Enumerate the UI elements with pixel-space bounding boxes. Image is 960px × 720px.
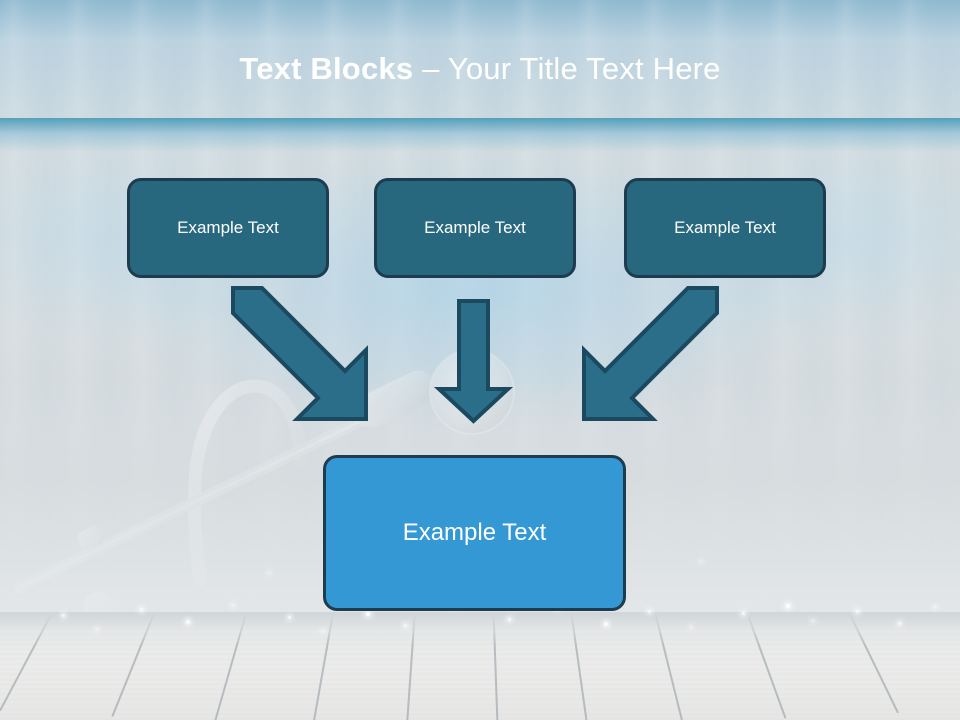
text-block-3-label: Example Text xyxy=(674,218,776,237)
stage-floor xyxy=(0,612,960,720)
arrow-left-down-right[interactable] xyxy=(231,286,368,421)
text-block-1[interactable]: Example Text xyxy=(127,178,329,278)
text-block-1-label: Example Text xyxy=(177,218,279,237)
page-title-rest: Your Title Text Here xyxy=(447,51,721,86)
page-title-separator: – xyxy=(413,51,448,86)
header-band-fade xyxy=(0,118,960,152)
arrow-middle-down[interactable] xyxy=(433,299,514,424)
text-block-3[interactable]: Example Text xyxy=(624,178,826,278)
arrow-right-down-left[interactable] xyxy=(582,286,719,421)
floor-horizon-fade xyxy=(0,612,960,646)
text-block-2-label: Example Text xyxy=(424,218,526,237)
text-block-result-label: Example Text xyxy=(402,519,547,546)
text-block-2[interactable]: Example Text xyxy=(374,178,576,278)
page-title-bold: Text Blocks xyxy=(239,51,414,86)
page-title: Text Blocks – Your Title Text Here xyxy=(0,50,960,88)
text-block-result[interactable]: Example Text xyxy=(323,455,626,611)
